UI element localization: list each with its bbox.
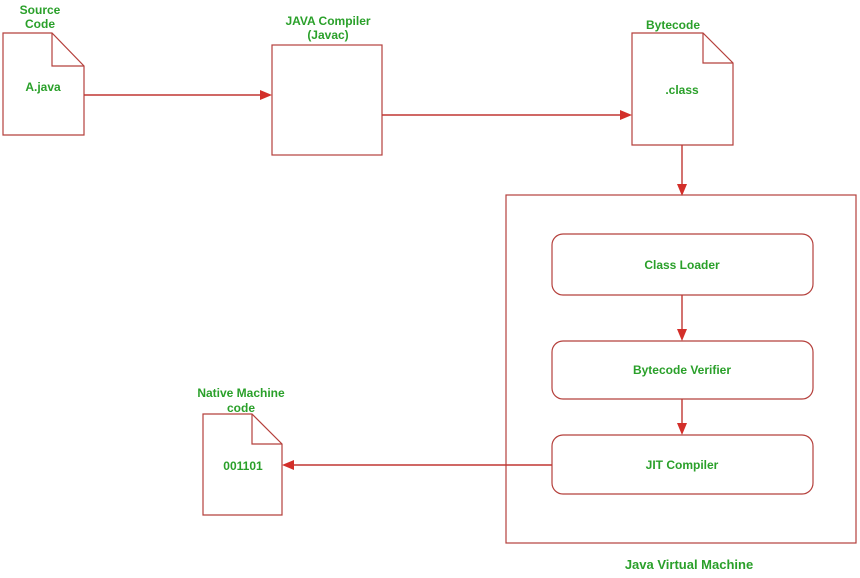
arrow-source-to-compiler bbox=[84, 90, 272, 100]
arrow-jit-to-native bbox=[282, 460, 552, 470]
bytecode-label: Bytecode bbox=[646, 18, 700, 32]
native-document-icon bbox=[202, 413, 283, 516]
arrow-right-icon bbox=[260, 90, 272, 100]
java-compiler-box bbox=[271, 44, 383, 156]
class-loader-node: Class Loader bbox=[551, 233, 814, 296]
arrow-down-icon bbox=[677, 423, 687, 435]
bytecode-verifier-node: Bytecode Verifier bbox=[551, 340, 814, 400]
source-code-node: Source Code A.java bbox=[2, 3, 85, 136]
arrow-down-icon bbox=[677, 184, 687, 196]
bytecode-file-text: .class bbox=[665, 83, 699, 97]
native-machine-code-node: Native Machine code 001101 bbox=[197, 386, 285, 516]
source-code-document-fold-icon bbox=[51, 33, 84, 67]
arrow-bytecode-to-jvm bbox=[677, 145, 687, 196]
arrow-right-icon bbox=[620, 110, 632, 120]
java-compiler-node: JAVA Compiler (Javac) bbox=[271, 14, 383, 156]
arrow-verifier-to-jit bbox=[677, 399, 687, 435]
jit-compiler-label: JIT Compiler bbox=[646, 458, 719, 472]
source-code-document-icon bbox=[2, 32, 85, 136]
jvm-box bbox=[505, 194, 857, 544]
native-document-fold-icon bbox=[251, 414, 282, 445]
jit-compiler-node: JIT Compiler bbox=[551, 434, 814, 495]
source-code-label-line1: Source bbox=[20, 3, 61, 17]
class-loader-label: Class Loader bbox=[644, 258, 720, 272]
jvm-label: Java Virtual Machine bbox=[625, 557, 753, 572]
arrow-down-icon bbox=[677, 329, 687, 341]
arrow-left-icon bbox=[282, 460, 294, 470]
java-compiler-label-line2: (Javac) bbox=[307, 28, 348, 42]
bytecode-verifier-label: Bytecode Verifier bbox=[633, 363, 731, 377]
jvm-container: Java Virtual Machine Class Loader Byteco… bbox=[505, 194, 857, 572]
native-label-line2: code bbox=[227, 401, 255, 415]
source-code-label-line2: Code bbox=[25, 17, 55, 31]
arrow-compiler-to-bytecode bbox=[382, 110, 632, 120]
source-code-file-text: A.java bbox=[25, 80, 61, 94]
java-compiler-label-line1: JAVA Compiler bbox=[285, 14, 370, 28]
arrow-classloader-to-verifier bbox=[677, 295, 687, 341]
bytecode-document-icon bbox=[631, 32, 734, 146]
native-file-text: 001101 bbox=[223, 459, 263, 473]
native-label-line1: Native Machine bbox=[197, 386, 285, 400]
bytecode-node: Bytecode .class bbox=[631, 18, 734, 146]
bytecode-document-fold-icon bbox=[702, 33, 733, 64]
